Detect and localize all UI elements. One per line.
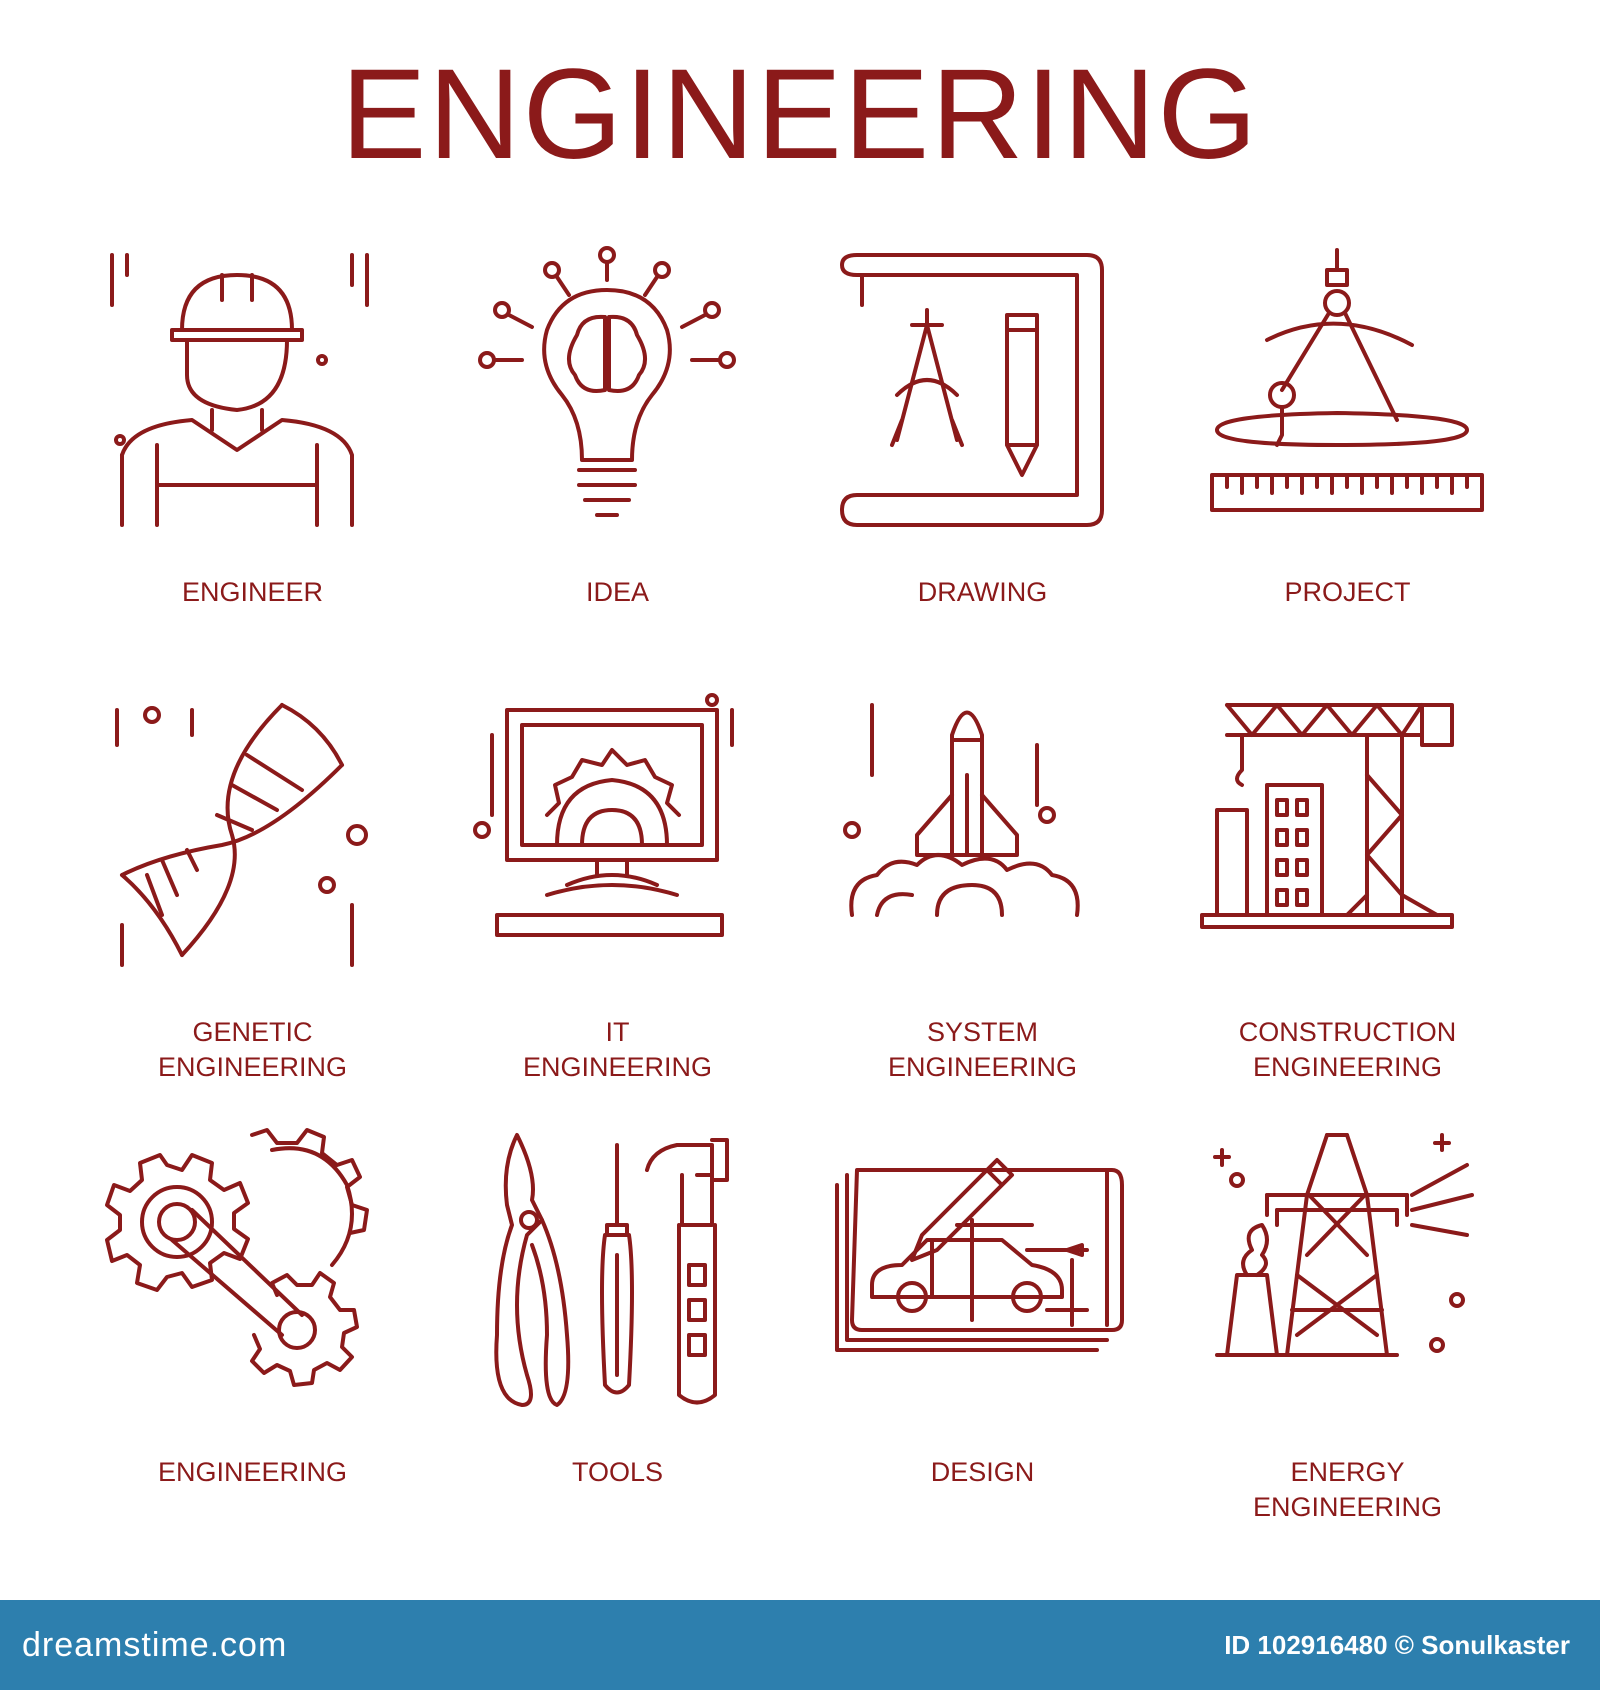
icon-tile: CONSTRUCTION ENGINEERING [1165, 685, 1530, 1125]
icon-tile: DESIGN [800, 1125, 1165, 1535]
engineer-icon [110, 253, 369, 527]
icon-tile: ENGINEER [70, 245, 435, 685]
footer-bar: dreamstime.com ID 102916480 © Sonulkaste… [0, 1600, 1600, 1690]
icon-label: DESIGN [930, 1457, 1035, 1487]
page-title: ENGINEERING [340, 43, 1260, 186]
icon-tile: DRAWING [800, 245, 1165, 685]
icon-tile: ENERGY ENGINEERING [1165, 1125, 1530, 1535]
icon-label: CONSTRUCTION ENGINEERING [1238, 1017, 1457, 1082]
icon-tile: ENGINEERING [70, 1125, 435, 1535]
icon-tile: TOOLS [435, 1125, 800, 1535]
icon-label: GENETIC ENGINEERING [157, 1017, 348, 1082]
icon-label: ENGINEERING [157, 1457, 348, 1487]
compass-ruler-icon [1210, 248, 1484, 512]
icon-label: ENERGY ENGINEERING [1252, 1457, 1443, 1522]
car-blueprint-icon [835, 1158, 1124, 1352]
pliers-screwdriver-hammer-icon [494, 1133, 729, 1407]
lightbulb-brain-icon [478, 246, 736, 517]
crane-building-icon [1200, 703, 1454, 929]
icon-tile: IDEA [435, 245, 800, 685]
icon-label: ENGINEER [181, 577, 324, 607]
icon-label: TOOLS [571, 1457, 664, 1487]
icon-tile: PROJECT [1165, 245, 1530, 685]
dna-icon [115, 703, 368, 967]
icon-label: PROJECT [1284, 577, 1411, 607]
icon-label: IT ENGINEERING [522, 1017, 713, 1082]
icon-tile: GENETIC ENGINEERING [70, 685, 435, 1125]
computer-gear-icon [473, 693, 734, 937]
icon-tile: IT ENGINEERING [435, 685, 800, 1125]
image-credit: ID 102916480 © Sonulkaster [1224, 1630, 1570, 1660]
icon-label: DRAWING [917, 577, 1048, 607]
site-logo-text: dreamstime.com [22, 1626, 288, 1664]
icon-tile: SYSTEM ENGINEERING [800, 685, 1165, 1125]
power-tower-icon [1213, 1133, 1474, 1357]
blueprint-compass-pencil-icon [840, 253, 1104, 527]
rocket-launch-icon [843, 703, 1080, 917]
icon-label: IDEA [585, 577, 650, 607]
icon-label: SYSTEM ENGINEERING [887, 1017, 1078, 1082]
gears-icon [105, 1128, 369, 1387]
icon-grid: ENGINEER IDEA DRAWING [70, 245, 1530, 1535]
